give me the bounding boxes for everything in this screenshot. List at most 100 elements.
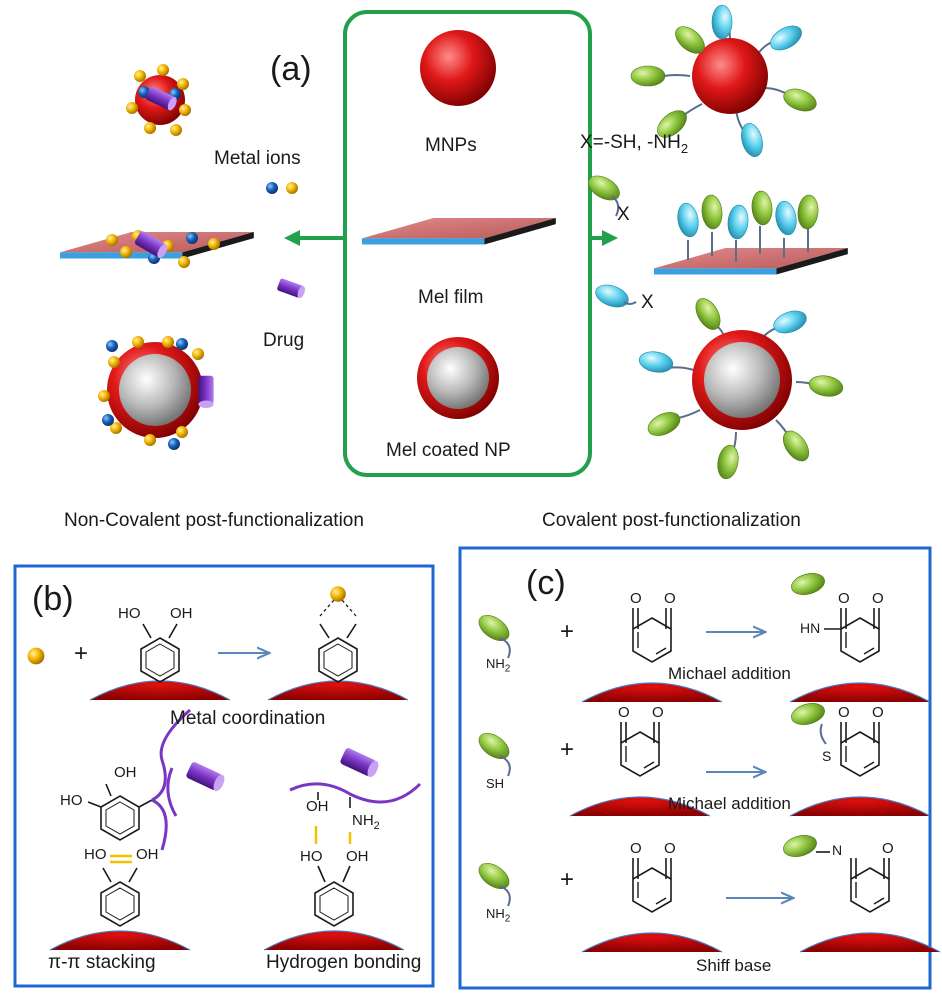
- surface-mound: [581, 682, 723, 703]
- mnp-sphere: [420, 30, 496, 106]
- michael-addition-caption-1: Michael addition: [668, 664, 791, 683]
- chelated-metal-ion: [330, 586, 346, 602]
- oxygen-label: O: [664, 840, 676, 857]
- chelate-ring: [319, 599, 357, 639]
- attached-ligand: [780, 831, 820, 861]
- drug-icon: [339, 747, 381, 779]
- quinone-ring: [620, 721, 660, 777]
- oh-label: OH: [170, 605, 193, 622]
- surface-mound: [581, 932, 723, 953]
- attached-ligand: [788, 569, 828, 599]
- drug-icon: [276, 277, 307, 300]
- drug-icon: [185, 761, 227, 793]
- green-ligand-tether: [611, 195, 620, 217]
- n-label: N: [832, 842, 843, 858]
- quinone-ring: [632, 857, 672, 913]
- amine-ligand: [474, 609, 514, 647]
- mnps-label: MNPs: [425, 135, 477, 156]
- catecholate-ring: [318, 637, 358, 683]
- polymer-chain: [289, 782, 422, 804]
- ho-label: HO: [300, 848, 323, 865]
- product-ring: [850, 857, 890, 913]
- hn-label: HN: [800, 620, 821, 636]
- coated-np-with-ligands: [637, 293, 845, 481]
- surface-mound: [89, 680, 231, 701]
- oh-label: OH: [136, 846, 159, 863]
- plus-sign: +: [74, 640, 89, 667]
- sh-label: SH: [486, 776, 505, 791]
- metal-coordination-caption: Metal coordination: [170, 708, 326, 729]
- oh-label: OH: [346, 848, 369, 865]
- oxygen-label: O: [664, 590, 676, 607]
- surface-mound: [789, 796, 931, 817]
- covalent-caption: Covalent post-functionalization: [542, 510, 801, 531]
- x-group-label-1: X: [617, 204, 630, 225]
- catechol-ring: [140, 637, 180, 683]
- mnp-with-ligands: [630, 4, 820, 160]
- ho-label: HO: [60, 792, 83, 809]
- cyan-ligand-tether: [623, 301, 637, 305]
- nh2-label: NH2: [486, 656, 511, 675]
- ho-label: HO: [84, 846, 107, 863]
- cyan-ligand-icon: [592, 280, 632, 312]
- polymer-chain: [151, 708, 191, 851]
- pi-stacking-caption: π-π stacking: [48, 952, 156, 973]
- ho-label: HO: [118, 605, 141, 622]
- product-ring: [840, 607, 880, 663]
- plus-sign: +: [560, 736, 575, 763]
- oxygen-label: O: [838, 590, 850, 607]
- nh2-label: NH2: [352, 812, 380, 832]
- drug-label: Drug: [263, 330, 305, 351]
- surface-catechol-ring: [100, 881, 140, 927]
- coated-np-with-ions-and-drug: [98, 336, 214, 450]
- oh-label: OH: [306, 798, 329, 815]
- center-materials-box: [343, 10, 592, 477]
- noncovalent-caption: Non-Covalent post-functionalization: [64, 510, 364, 531]
- metal-ion-reactant: [27, 647, 45, 665]
- metal-ions-label: Metal ions: [214, 148, 301, 169]
- mel-coated-np-label: Mel coated NP: [386, 440, 511, 461]
- oxygen-label: O: [618, 704, 630, 721]
- hydrogen-bonding-caption: Hydrogen bonding: [266, 952, 422, 973]
- panel-b-letter: (b): [32, 580, 74, 618]
- shiff-base-caption: Shiff base: [696, 956, 772, 975]
- surface-mound: [49, 930, 191, 951]
- product-ring: [840, 721, 880, 777]
- metal-ion-blue: [266, 182, 278, 194]
- mel-coated-np-shape: [417, 337, 499, 419]
- metal-ion-gold: [286, 182, 298, 194]
- panel-c-frame: [458, 546, 932, 990]
- oxygen-label: O: [652, 704, 664, 721]
- oxygen-label: O: [872, 590, 884, 607]
- oxygen-label: O: [882, 840, 894, 857]
- plus-sign: +: [560, 618, 575, 645]
- plus-sign: +: [560, 866, 575, 893]
- oxygen-label: O: [630, 590, 642, 607]
- oh-label: OH: [114, 764, 137, 781]
- nh2-label: NH2: [486, 906, 511, 925]
- surface-mound: [789, 682, 931, 703]
- oxygen-label: O: [872, 704, 884, 721]
- michael-addition-caption-2: Michael addition: [668, 794, 791, 813]
- panel-b-frame: [13, 564, 435, 988]
- film-with-ligands: [654, 189, 848, 275]
- quinone-ring: [632, 607, 672, 663]
- panel-a-letter: (a): [270, 50, 312, 88]
- x-group-label-2: X: [641, 292, 654, 313]
- oxygen-label: O: [838, 704, 850, 721]
- surface-mound: [799, 932, 941, 953]
- mel-film-shape: [362, 218, 556, 245]
- thiol-ligand: [474, 727, 514, 765]
- surface-catechol-ring: [314, 881, 354, 927]
- stacked-catechol-ring: [100, 795, 140, 841]
- amine-ligand: [474, 857, 514, 895]
- panel-c-letter: (c): [526, 564, 566, 602]
- film-with-ions-and-drug: [60, 230, 254, 268]
- mel-film-label: Mel film: [418, 287, 484, 308]
- x-definition-label: X=-SH, -NH2: [580, 132, 689, 156]
- s-label: S: [822, 748, 832, 764]
- mnp-with-metal-ions: [126, 64, 191, 136]
- oxygen-label: O: [630, 840, 642, 857]
- surface-mound: [267, 680, 409, 701]
